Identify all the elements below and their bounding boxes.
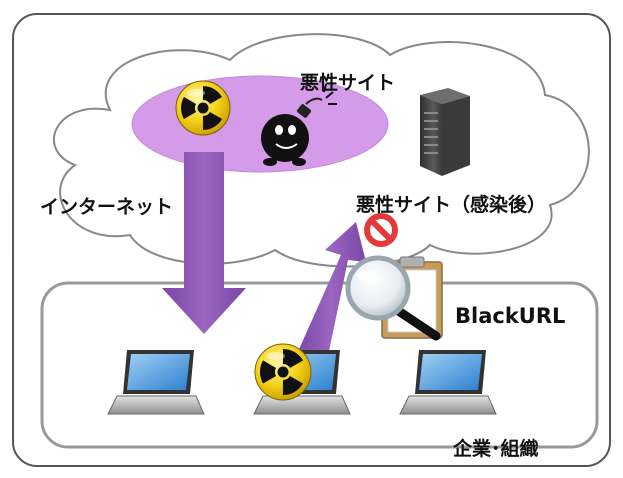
organization-label: 企業･組織 <box>453 438 539 460</box>
infection-down-arrow <box>162 152 246 334</box>
malicious-site-label: 悪性サイト <box>300 72 396 94</box>
prohibited-icon <box>364 213 398 247</box>
blackurl-label: BlackURL <box>455 304 566 328</box>
laptop-icon <box>399 350 497 415</box>
radiation-icon <box>175 80 231 136</box>
internet-label: インターネット <box>40 196 174 218</box>
radiation-icon <box>254 343 312 401</box>
bomb-icon <box>261 83 337 166</box>
infection-up-arrow <box>296 222 366 356</box>
magnifier-clipboard-icon <box>345 255 443 341</box>
server-icon <box>420 88 470 176</box>
infected-site-label: 悪性サイト（感染後） <box>356 194 547 216</box>
laptop-icon <box>107 350 205 415</box>
